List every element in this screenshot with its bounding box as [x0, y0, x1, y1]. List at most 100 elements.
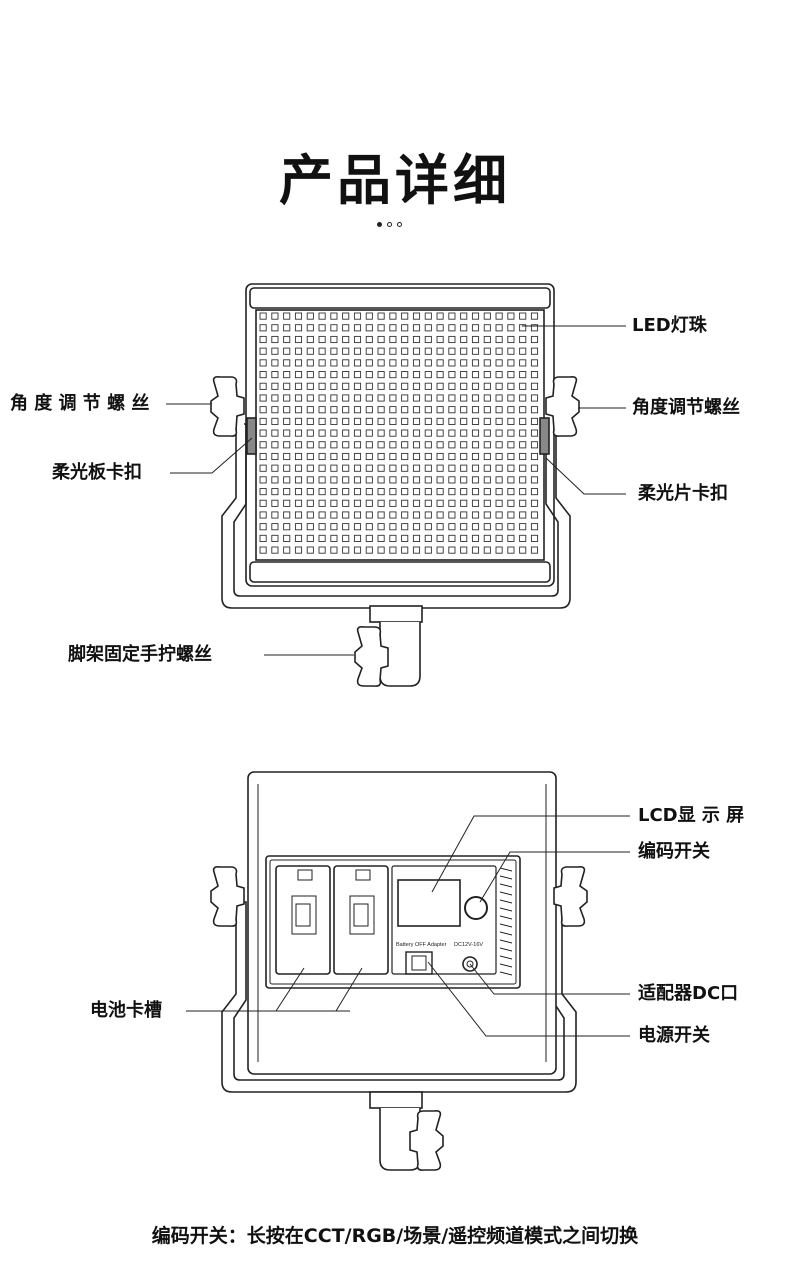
led-bead: [365, 324, 373, 332]
led-bead: [330, 394, 338, 402]
led-bead: [271, 441, 279, 449]
led-bead: [294, 324, 303, 332]
led-bead: [507, 476, 515, 484]
led-bead: [483, 546, 491, 554]
front-mount-plate: [369, 605, 423, 623]
led-bead: [460, 429, 468, 437]
led-bead: [460, 394, 468, 402]
led-bead: [471, 441, 480, 449]
led-bead: [283, 464, 291, 472]
led-bead: [294, 499, 303, 507]
led-bead: [460, 488, 468, 496]
led-bead: [377, 499, 385, 507]
led-bead: [342, 382, 350, 390]
led-bead: [330, 359, 338, 367]
led-bead: [483, 511, 491, 519]
led-bead: [365, 464, 373, 472]
led-bead: [259, 476, 267, 484]
led-bead: [519, 523, 527, 531]
led-bead: [424, 534, 432, 542]
led-bead: [495, 511, 503, 519]
led-bead: [436, 371, 444, 379]
led-bead: [412, 523, 421, 531]
led-bead: [460, 464, 468, 472]
led-bead: [318, 335, 326, 344]
led-bead: [318, 312, 326, 320]
led-bead: [389, 511, 397, 519]
panel-label-battery-off-adapter: Battery OFF Adapter: [396, 942, 447, 948]
led-bead: [294, 359, 303, 367]
led-bead: [412, 382, 421, 390]
led-bead: [377, 441, 385, 449]
led-bead: [389, 441, 397, 449]
led-bead: [342, 488, 350, 496]
vent-slat: [499, 923, 513, 928]
led-bead: [318, 347, 326, 355]
led-bead: [353, 488, 362, 496]
led-bead: [306, 406, 314, 414]
led-bead: [353, 523, 362, 531]
vent-slat: [499, 963, 513, 968]
dc-port: [462, 956, 478, 972]
callout-encoder-switch: 编码开关: [638, 841, 710, 862]
led-bead: [353, 312, 362, 320]
led-bead: [401, 347, 409, 355]
led-bead: [306, 382, 314, 390]
led-bead: [424, 476, 432, 484]
led-bead: [377, 347, 385, 355]
led-bead: [448, 371, 456, 379]
led-bead: [283, 359, 291, 367]
vent-slat: [499, 915, 513, 920]
led-bead: [483, 324, 491, 332]
led-bead: [530, 441, 539, 449]
led-bead: [283, 476, 291, 484]
led-bead: [306, 534, 314, 542]
led-bead: [507, 488, 515, 496]
vent-slat: [499, 907, 513, 912]
led-bead: [342, 406, 350, 414]
led-bead: [318, 534, 326, 542]
led-bead: [401, 476, 409, 484]
led-bead: [330, 476, 338, 484]
led-bead: [471, 417, 480, 425]
control-module: [391, 865, 497, 975]
led-bead: [306, 347, 314, 355]
led-bead: [294, 476, 303, 484]
led-bead: [401, 464, 409, 472]
back-right-knob: [553, 866, 588, 927]
led-bead: [353, 347, 362, 355]
led-bead: [519, 347, 527, 355]
led-bead: [471, 523, 480, 531]
led-bead: [436, 452, 444, 461]
vent-slat: [499, 931, 513, 936]
led-bead: [294, 394, 303, 402]
led-bead: [460, 359, 468, 367]
led-bead: [460, 546, 468, 554]
led-bead: [401, 359, 409, 367]
led-bead: [530, 464, 539, 472]
back-control-panel-inner: [269, 859, 517, 985]
led-bead: [530, 347, 539, 355]
led-bead: [318, 488, 326, 496]
led-bead: [259, 441, 267, 449]
led-bead: [471, 359, 480, 367]
led-bead: [448, 324, 456, 332]
led-bead: [530, 511, 539, 519]
led-bead: [460, 499, 468, 507]
led-bead: [519, 546, 527, 554]
led-bead: [271, 511, 279, 519]
led-bead: [471, 534, 480, 542]
led-bead: [259, 464, 267, 472]
led-bead: [471, 452, 480, 461]
leader-power-switch: [427, 961, 630, 1037]
led-bead: [495, 335, 503, 344]
led-bead: [389, 382, 397, 390]
led-bead: [495, 382, 503, 390]
led-bead: [412, 464, 421, 472]
callout-diffuser-board-clip: 柔光板卡扣: [52, 462, 142, 483]
led-bead: [353, 476, 362, 484]
led-bead: [389, 476, 397, 484]
led-bead: [507, 347, 515, 355]
led-bead: [401, 312, 409, 320]
led-bead: [271, 476, 279, 484]
